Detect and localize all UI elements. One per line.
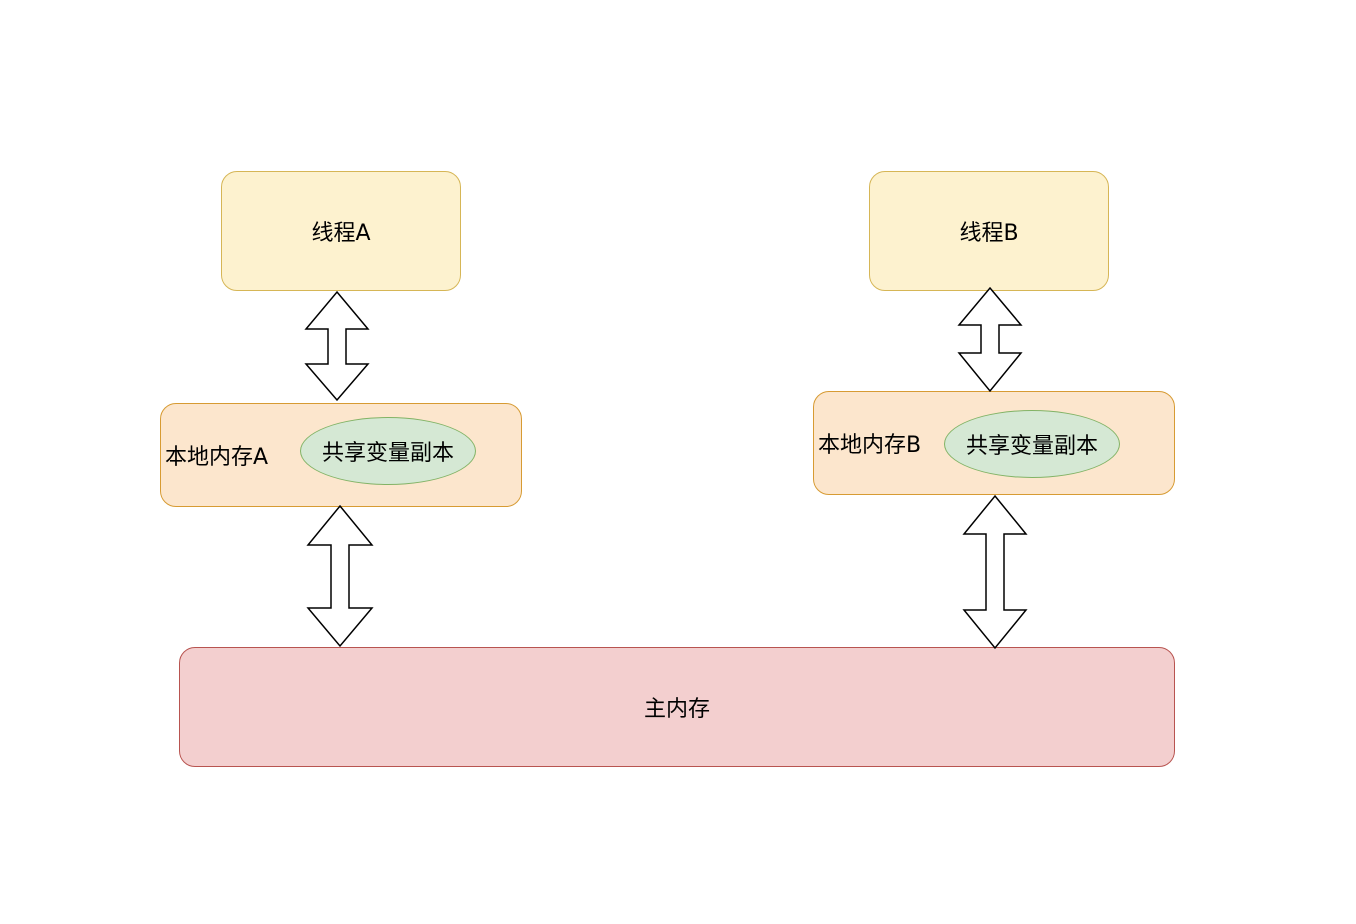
arrow-local-a-main — [306, 504, 374, 648]
local-memory-a-box: 本地内存A 共享变量副本 — [160, 403, 522, 507]
thread-b-label: 线程B — [959, 221, 1019, 246]
local-memory-b-label: 本地内存B — [818, 433, 922, 458]
shared-variable-copy-a: 共享变量副本 — [300, 417, 476, 485]
main-memory-box: 主内存 — [179, 647, 1175, 767]
local-memory-a-label: 本地内存A — [165, 445, 269, 470]
thread-a-box: 线程A — [221, 171, 461, 291]
local-memory-b-box: 本地内存B 共享变量副本 — [813, 391, 1175, 495]
thread-a-label: 线程A — [311, 221, 371, 246]
main-memory-label: 主内存 — [643, 697, 710, 722]
arrow-thread-b-local-b — [957, 286, 1023, 393]
shared-variable-copy-b-label: 共享变量副本 — [965, 434, 1098, 459]
shared-variable-copy-b: 共享变量副本 — [944, 410, 1120, 478]
arrow-local-b-main — [962, 494, 1028, 650]
arrow-thread-a-local-a — [304, 290, 370, 402]
shared-variable-copy-a-label: 共享变量副本 — [321, 441, 454, 466]
